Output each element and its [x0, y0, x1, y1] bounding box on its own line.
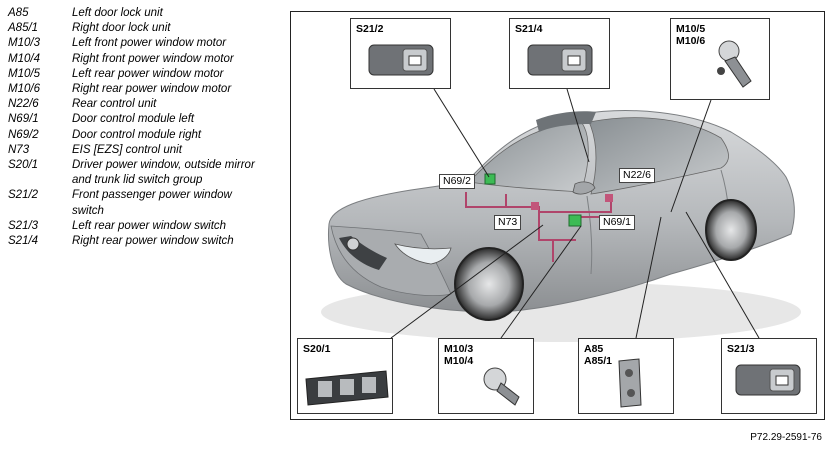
car-windshield — [468, 119, 589, 193]
legend-desc: Right front power window motor — [72, 52, 234, 65]
legend-row: N69/2 Door control module right — [8, 128, 262, 143]
legend-desc: Right door lock unit — [72, 22, 171, 35]
leader-lines — [390, 88, 760, 339]
door-lock-image — [618, 358, 642, 408]
legend-code: M10/6 — [8, 83, 40, 96]
legend-code: N73 — [8, 143, 30, 156]
switch-group-image — [305, 370, 389, 406]
legend-desc: Left rear power window switch — [72, 219, 227, 232]
callout-s21-3: S21/3 — [721, 338, 817, 414]
car-emblem — [346, 237, 360, 251]
legend-code: N69/2 — [8, 128, 39, 141]
legend-desc: Left rear power window motor — [72, 67, 224, 80]
car-headlight — [394, 243, 452, 265]
legend-desc: Left door lock unit — [72, 7, 163, 19]
legend-row: M10/6 Right rear power window motor — [8, 82, 262, 97]
legend-desc: Door control module right — [72, 128, 202, 141]
legend-code: N22/6 — [8, 98, 39, 111]
wiring-harness — [465, 192, 612, 262]
module-n22-6 — [605, 194, 613, 202]
callout-label: M10/5 M10/6 — [676, 23, 706, 47]
legend-code: S20/1 — [8, 159, 39, 172]
legend-row: A85/1 Right door lock unit — [8, 21, 262, 36]
callout-label: S20/1 — [303, 343, 331, 355]
legend-desc: Right rear power window motor — [72, 83, 232, 96]
tag-n69-1: N69/1 — [599, 215, 636, 230]
legend-desc: Door control module left — [72, 113, 195, 126]
legend-row: M10/4 Right front power window motor — [8, 52, 262, 67]
legend-code: S21/3 — [8, 219, 39, 232]
diagram-frame: S21/2 S21/4 M10/5 M10/6 S20/1 — [290, 11, 825, 420]
rear-wheel — [705, 199, 757, 261]
callout-label: A85 A85/1 — [584, 343, 613, 367]
legend-code: M10/5 — [8, 67, 40, 80]
legend-row: S21/3 Left rear power window switch — [8, 219, 262, 234]
legend-code: S21/4 — [8, 235, 39, 248]
legend-row: S21/4 Right rear power window switch — [8, 234, 262, 249]
legend-desc: Left front power window motor — [72, 37, 227, 50]
legend-code: A85 — [8, 7, 29, 19]
motor-image — [717, 40, 752, 88]
legend-row: N73 EIS [EZS] control unit — [8, 143, 262, 158]
legend-desc: EIS [EZS] control unit — [72, 143, 182, 156]
legend-desc: Front passenger power window switch — [72, 189, 232, 217]
callout-s20-1: S20/1 — [297, 338, 393, 414]
callout-m10-3-m10-4: M10/3 M10/4 — [438, 338, 534, 414]
legend-row: N69/1 Door control module left — [8, 112, 262, 127]
callout-label: M10/3 M10/4 — [444, 343, 474, 367]
car-illustration — [321, 88, 801, 342]
legend: A85 Left door lock unit A85/1 Right door l… — [8, 6, 262, 249]
switch-image — [527, 44, 593, 76]
legend-code: M10/4 — [8, 52, 40, 65]
tag-n69-2: N69/2 — [439, 174, 476, 189]
callout-m10-5-m10-6: M10/5 M10/6 — [670, 18, 770, 100]
legend-code: S21/2 — [8, 189, 39, 202]
callout-label: S21/4 — [515, 23, 543, 35]
legend-row: M10/5 Left rear power window motor — [8, 67, 262, 82]
module-n69-1 — [568, 214, 582, 227]
legend-row: S20/1 Driver power window, outside mirror… — [8, 158, 262, 188]
switch-image — [735, 364, 801, 396]
callout-label: S21/3 — [727, 343, 755, 355]
module-n69-2 — [484, 173, 496, 185]
tag-n22-6: N22/6 — [619, 168, 656, 183]
module-n73 — [531, 202, 539, 210]
legend-row: M10/3 Left front power window motor — [8, 36, 262, 51]
figure-reference: P72.29-2591-76 — [750, 432, 822, 443]
car-mirror — [572, 181, 596, 195]
callout-label: S21/2 — [356, 23, 384, 35]
tag-n73: N73 — [494, 215, 522, 230]
legend-desc: Rear control unit — [72, 98, 157, 111]
car-sunroof — [536, 111, 596, 132]
legend-row: S21/2 Front passenger power window switch — [8, 188, 262, 218]
legend-row: A85 Left door lock unit — [8, 6, 262, 21]
legend-code: M10/3 — [8, 37, 40, 50]
motor-image — [483, 367, 520, 406]
callout-s21-4: S21/4 — [509, 18, 610, 89]
front-wheel — [454, 247, 524, 321]
legend-code: A85/1 — [8, 22, 39, 35]
legend-row: N22/6 Rear control unit — [8, 97, 262, 112]
legend-code: N69/1 — [8, 113, 39, 126]
legend-desc: Right rear power window switch — [72, 235, 234, 248]
legend-desc: Driver power window, outside mirror and … — [72, 159, 255, 187]
switch-image — [368, 44, 434, 76]
callout-s21-2: S21/2 — [350, 18, 451, 89]
callout-a85-a85-1: A85 A85/1 — [578, 338, 674, 414]
